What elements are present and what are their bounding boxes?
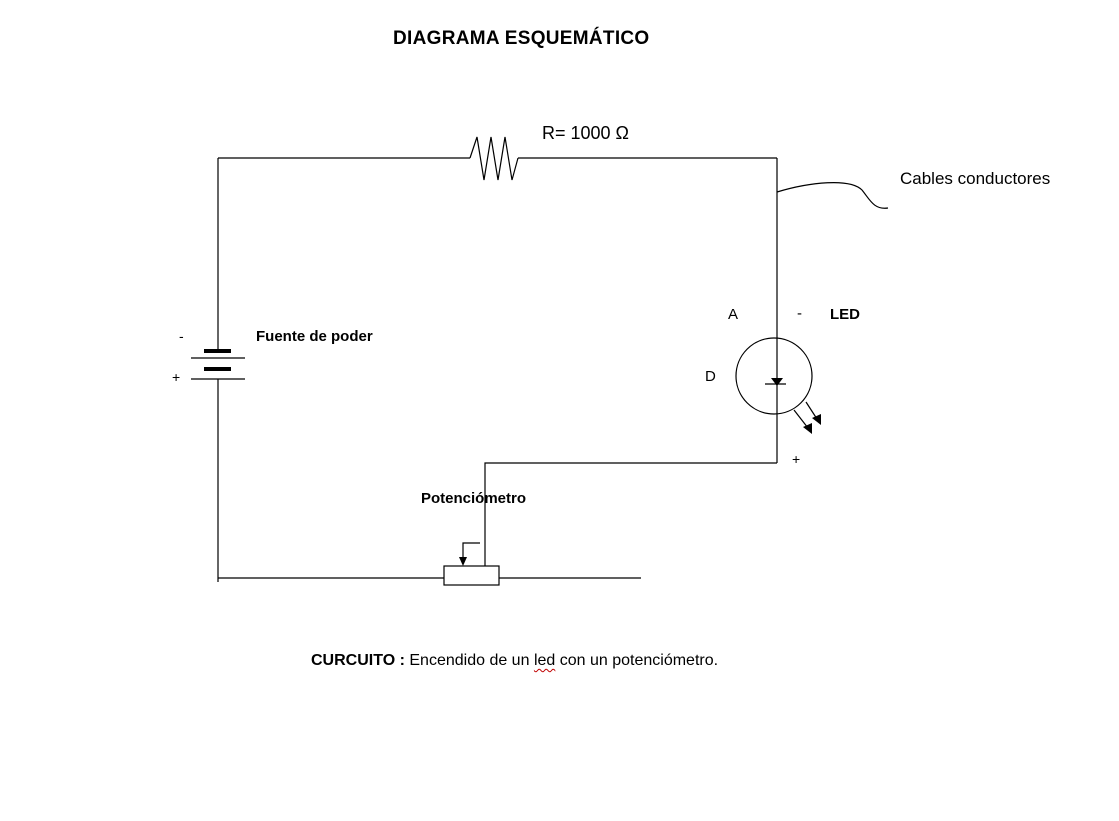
pot-wiper-shaft (462, 542, 480, 558)
led-diode-triangle (771, 378, 783, 386)
diagram-title: DIAGRAMA ESQUEMÁTICO (393, 28, 650, 49)
power-source-label: Fuente de poder (256, 328, 373, 345)
battery-plate-short (204, 349, 231, 353)
led-circle (735, 337, 813, 415)
led-diode-label: D (705, 368, 716, 385)
resistor-label: R= 1000 Ω (542, 123, 630, 143)
battery-minus-label: - (179, 328, 184, 344)
led-anode-label: A (728, 306, 739, 323)
battery-plus-label: + (172, 369, 181, 385)
potentiometer-body (443, 565, 500, 586)
battery-plate-short-2 (204, 367, 231, 371)
led-plus-label: + (792, 451, 801, 467)
led-label: LED (830, 306, 860, 323)
caption-misspelled-word: led (533, 652, 556, 669)
caption-prefix: CURCUITO : (311, 652, 405, 669)
circuit-caption: CURCUITO : Encendido de un led con un po… (311, 653, 718, 669)
led-light-arrowhead-1 (803, 423, 812, 434)
wire-led-to-pot (484, 462, 777, 566)
led-light-arrow-2 (805, 401, 818, 420)
cables-label: Cables conductores (900, 169, 1051, 188)
cables-callout-line (776, 182, 889, 209)
potentiometer-label: Potenciómetro (421, 490, 527, 507)
led-light-arrowhead-2 (812, 414, 821, 425)
pot-wiper-arrowhead (459, 557, 467, 566)
caption-text-before: Encendido de un (409, 652, 530, 669)
led-minus-label: - (797, 305, 802, 322)
resistor-symbol (469, 136, 519, 181)
caption-text-after: con un potenciómetro. (559, 652, 719, 669)
led-light-arrow-1 (793, 409, 809, 429)
